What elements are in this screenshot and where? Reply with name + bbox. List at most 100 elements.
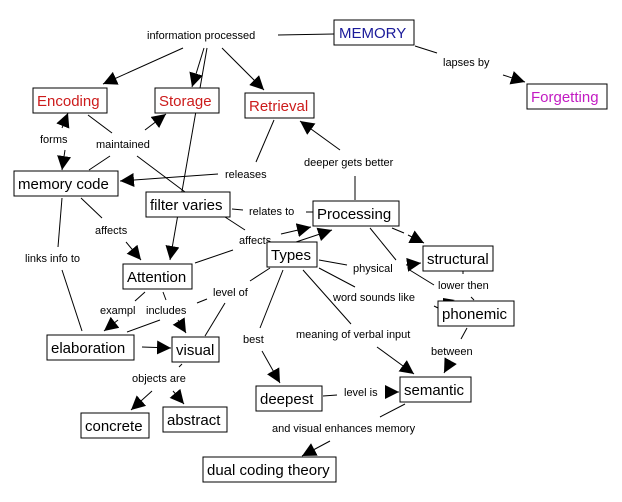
node-forgetting[interactable]: Forgetting xyxy=(526,83,608,110)
svg-text:Retrieval: Retrieval xyxy=(249,98,308,115)
edge-encoding-to-maintained xyxy=(87,114,113,134)
node-retrieval[interactable]: Retrieval xyxy=(244,92,315,119)
edge-deepest-to-level-is xyxy=(322,394,338,397)
node-memory[interactable]: MEMORY xyxy=(333,19,415,46)
edge-types-to-word xyxy=(318,267,356,288)
edge-memory-code-to-affects xyxy=(80,197,103,219)
svg-text:MEMORY: MEMORY xyxy=(339,25,406,42)
link-labels: information processed lapses by forms ma… xyxy=(25,30,490,435)
svg-text:phonemic: phonemic xyxy=(442,306,508,323)
svg-text:Attention: Attention xyxy=(127,269,186,286)
node-processing[interactable]: Processing xyxy=(312,200,400,227)
node-storage[interactable]: Storage xyxy=(154,87,220,114)
edge-word-to-phonemic xyxy=(433,305,439,309)
edge-visual-to-objects xyxy=(178,363,183,368)
edge-forms-to-memory-code xyxy=(57,149,71,171)
node-concrete[interactable]: concrete xyxy=(80,412,150,439)
edge-info-to-storage-2 xyxy=(165,47,208,261)
node-visual[interactable]: visual xyxy=(171,336,220,363)
edge-level-of-to-visual xyxy=(204,302,226,337)
node-phonemic[interactable]: phonemic xyxy=(437,300,515,327)
edge-info-to-storage xyxy=(189,47,205,88)
svg-text:Encoding: Encoding xyxy=(37,93,100,110)
link-best: best xyxy=(243,334,264,346)
edge-filter-to-relates xyxy=(231,208,244,211)
node-encoding[interactable]: Encoding xyxy=(32,87,108,114)
link-includes: includes xyxy=(146,305,187,317)
node-structural[interactable]: structural xyxy=(422,245,494,272)
edge-filter-to-affects xyxy=(224,216,246,231)
svg-text:elaboration: elaboration xyxy=(51,340,125,357)
svg-text:deepest: deepest xyxy=(260,391,314,408)
node-semantic[interactable]: semantic xyxy=(399,376,472,403)
edge-processing-to-physical xyxy=(369,227,397,261)
link-level-of: level of xyxy=(213,287,249,299)
svg-text:concrete: concrete xyxy=(85,418,143,435)
svg-text:memory code: memory code xyxy=(18,176,109,193)
node-attention[interactable]: Attention xyxy=(122,263,193,290)
edge-processing-to-structural-arrow xyxy=(407,230,425,244)
edge-attention-to-includes xyxy=(162,291,167,301)
node-elaboration[interactable]: elaboration xyxy=(46,334,135,361)
link-meaning-of-verbal-input: meaning of verbal input xyxy=(296,329,410,341)
link-physical: physical xyxy=(353,263,393,275)
edge-types-to-processing xyxy=(295,227,333,243)
edge-links-to-elaboration xyxy=(61,269,83,332)
svg-text:Forgetting: Forgetting xyxy=(531,89,599,106)
edge-objects-to-concrete xyxy=(130,390,153,411)
nodes: MEMORY Forgetting Encoding Storage Retri… xyxy=(13,19,608,483)
link-lower-then: lower then xyxy=(438,280,489,292)
edge-retrieval-to-releases xyxy=(255,119,275,163)
node-abstract[interactable]: abstract xyxy=(162,406,228,433)
edge-memory-to-lapses xyxy=(414,45,438,54)
edge-types-to-physical xyxy=(318,259,348,266)
svg-text:Types: Types xyxy=(271,247,311,264)
edge-types-to-level-of xyxy=(249,267,271,282)
edge-attention-to-affects xyxy=(194,249,234,264)
edge-attention-to-exampl xyxy=(134,291,146,302)
node-memory-code[interactable]: memory code xyxy=(13,170,119,197)
link-deeper-gets-better: deeper gets better xyxy=(304,157,394,169)
link-forms: forms xyxy=(40,134,68,146)
edge-semantic-to-and-visual xyxy=(379,403,406,418)
link-and-visual-enhances-memory: and visual enhances memory xyxy=(272,423,416,435)
edge-lapses-to-forgetting xyxy=(502,71,526,85)
edge-affects-to-processing xyxy=(280,223,312,237)
svg-text:Processing: Processing xyxy=(317,206,391,223)
edge-maintained-to-filter xyxy=(136,155,186,193)
edge-physical-to-lower xyxy=(407,268,435,286)
link-lapses-by: lapses by xyxy=(443,57,490,69)
edge-types-to-meaning xyxy=(302,269,352,325)
edge-deeper-to-retrieval xyxy=(299,120,341,151)
node-deepest[interactable]: deepest xyxy=(255,385,323,412)
link-affects-attention: affects xyxy=(95,225,128,237)
link-relates-to: relates to xyxy=(249,206,294,218)
node-dual-coding-theory[interactable]: dual coding theory xyxy=(202,456,337,483)
edge-maintained-to-storage xyxy=(144,113,167,131)
link-objects-are: objects are xyxy=(132,373,186,385)
svg-text:Storage: Storage xyxy=(159,93,212,110)
link-word-sounds-like: word sounds like xyxy=(332,292,415,304)
edge-physical-to-structural xyxy=(405,257,422,272)
edge-memory-to-info xyxy=(277,33,335,36)
edge-elaboration-to-visual xyxy=(141,340,172,355)
link-between: between xyxy=(431,346,473,358)
edge-phonemic-to-between xyxy=(460,327,468,340)
link-links-info-to: links info to xyxy=(25,253,80,265)
edge-best-to-deepest xyxy=(261,350,281,384)
node-types[interactable]: Types xyxy=(266,241,318,268)
edge-meaning-to-semantic xyxy=(376,346,415,375)
node-filter-varies[interactable]: filter varies xyxy=(145,191,231,218)
link-maintained: maintained xyxy=(96,139,150,151)
edge-between-to-semantic xyxy=(443,357,457,374)
link-affects-processing: affects xyxy=(239,235,272,247)
edge-types-to-best xyxy=(259,269,284,329)
edge-includes-to-visual xyxy=(172,317,187,334)
edge-lower-to-phonemic xyxy=(470,296,475,301)
edge-memory-code-to-maintained xyxy=(88,155,111,171)
svg-text:structural: structural xyxy=(427,251,489,268)
link-exampl: exampl xyxy=(100,305,135,317)
svg-text:filter varies: filter varies xyxy=(150,197,223,214)
edge-objects-to-abstract xyxy=(169,388,185,405)
